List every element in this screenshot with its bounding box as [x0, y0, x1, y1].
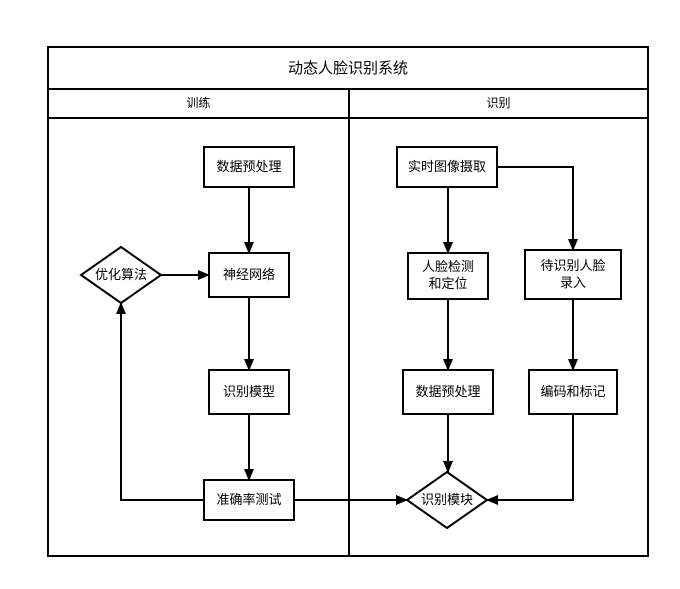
recognition-model-box — [208, 369, 290, 415]
face-detect-line-2: 和定位 — [428, 277, 468, 292]
swimlane-frame — [47, 46, 649, 557]
optimize-label: 优化算法 — [94, 267, 147, 283]
preprocess-recog-box — [402, 369, 494, 415]
face-detect-box — [407, 252, 489, 300]
recognition-module-label: 识别模块 — [420, 492, 473, 508]
edge-test-to-optimize — [116, 302, 204, 501]
lane-label-recognition: 识别 — [486, 96, 511, 110]
neural-network-label: 神经网络 — [222, 267, 275, 283]
capture-label: 实时图像摄取 — [407, 159, 486, 175]
preprocess-recog-label: 数据预处理 — [415, 384, 481, 400]
enroll-box — [524, 249, 622, 300]
diagram-title: 动态人脸识别系统 — [287, 58, 408, 77]
face-detect-label: 人脸检测 和定位 — [408, 253, 488, 299]
accuracy-test-label: 准确率测试 — [216, 492, 282, 508]
capture-box — [396, 146, 498, 188]
preprocess-train-label: 数据预处理 — [216, 159, 282, 175]
lane-label-training: 训练 — [186, 96, 211, 110]
recognition-module-diamond — [405, 470, 489, 530]
enroll-line-1: 待识别人脸 — [540, 258, 606, 274]
edge-encode-to-module — [486, 414, 574, 505]
enroll-label: 待识别人脸 录入 — [525, 250, 621, 299]
encode-mark-label: 编码和标记 — [540, 384, 606, 400]
face-detect-line-1: 人脸检测 — [421, 260, 474, 275]
recognition-model-label: 识别模型 — [222, 384, 275, 400]
enroll-line-2: 录入 — [559, 275, 586, 291]
edge-capture-to-enroll — [497, 166, 578, 251]
